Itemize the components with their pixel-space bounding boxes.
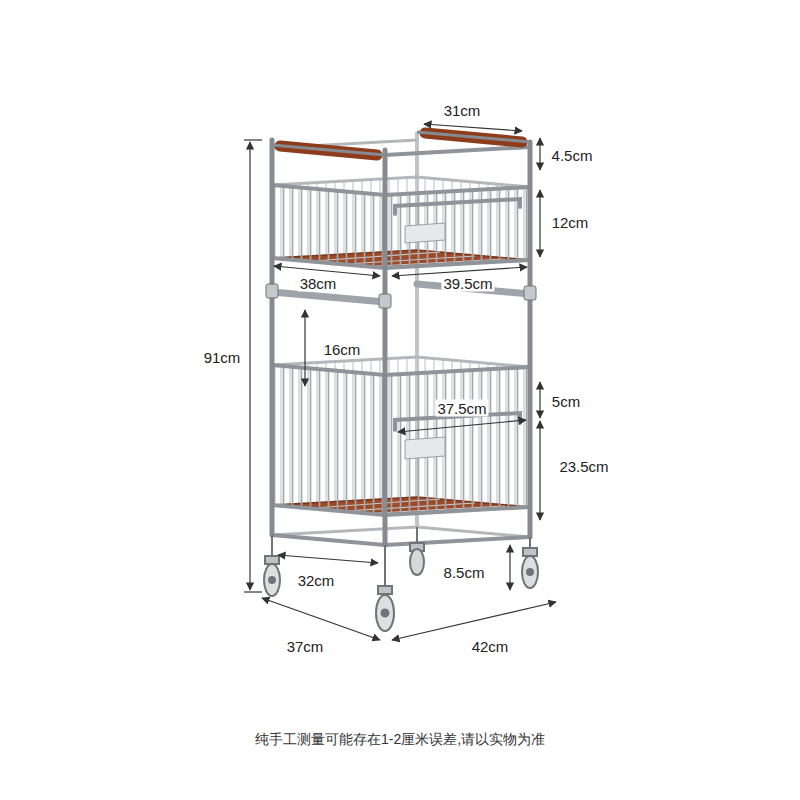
cart-part: [524, 286, 536, 300]
cart-part: [265, 556, 279, 564]
cart-part: [405, 437, 445, 459]
cart-part: [272, 292, 385, 302]
dimension-line: [244, 124, 556, 640]
cart-part: [378, 586, 392, 594]
cart-part: [272, 145, 385, 155]
cart-part: [244, 139, 262, 140]
dimension-label: 12cm: [550, 214, 591, 231]
dimension-label: 91cm: [202, 349, 243, 366]
dimension-label: 32cm: [296, 572, 337, 589]
cart-part: [539, 421, 540, 520]
cart-part: [272, 185, 530, 195]
cart-part: [410, 549, 424, 575]
dimension-label: 16cm: [322, 341, 363, 358]
cart-part: [272, 185, 385, 268]
cart-part: [405, 223, 445, 243]
cart-part: [398, 420, 526, 432]
dimension-label: 4.5cm: [550, 147, 595, 164]
cart-part: [523, 548, 537, 556]
cart-part: [392, 602, 556, 640]
cart-part: [539, 382, 540, 418]
cart-part: [272, 177, 530, 187]
cart-part: [385, 187, 530, 268]
cart-part: [385, 367, 530, 515]
cart-part: [278, 555, 378, 563]
handle-rod: [272, 132, 530, 155]
cart-part: [382, 610, 389, 617]
caption: 纯手工测量可能存在1-2厘米误差,请以实物为准: [255, 731, 545, 749]
cart-part: [539, 190, 540, 257]
cart-part: [244, 591, 262, 592]
wood-shelf: [272, 250, 530, 515]
cart-part: [272, 527, 530, 537]
dimension-label: 8.5cm: [442, 564, 487, 581]
cart-part: [528, 142, 533, 537]
cart-part: [272, 258, 530, 268]
dimension-label: 37cm: [285, 638, 326, 655]
cart-part: [272, 365, 530, 375]
cart-part: [417, 132, 530, 142]
cart-part: [385, 147, 530, 155]
cart-part: [264, 564, 280, 596]
cart-part: [272, 535, 530, 545]
cart-part: [304, 310, 305, 386]
cart-part: [249, 142, 250, 590]
dimension-label: 38cm: [298, 275, 339, 292]
cart-part: [395, 199, 520, 214]
cart-part: [384, 545, 386, 588]
front-bars: [272, 185, 530, 515]
dimension-label: 31cm: [442, 102, 483, 119]
cart-part: [424, 124, 522, 131]
cart-part: [383, 150, 388, 545]
cart-part: [262, 598, 380, 640]
cart-part: [266, 284, 278, 298]
back-rails: [272, 140, 530, 537]
cart-part: [270, 140, 275, 535]
dimension-label: 5cm: [550, 393, 582, 410]
dimension-label: 37.5cm: [435, 400, 488, 417]
corner-post: [272, 140, 530, 545]
cart-part: [379, 294, 391, 308]
cart-part: [269, 577, 275, 583]
cart-part: [272, 365, 385, 515]
dimension-label: 39.5cm: [441, 275, 494, 292]
cart-part: [272, 357, 530, 367]
cart-part: [376, 595, 394, 631]
cart-part: [272, 505, 530, 515]
cart-part: [509, 545, 510, 590]
wooden-handle: [280, 133, 522, 155]
dimension-label: 23.5cm: [557, 458, 610, 475]
cart-part: [529, 537, 531, 548]
cart-part: [271, 535, 273, 556]
metal-rails: [272, 147, 530, 545]
cart-part: [522, 556, 538, 588]
cart-part: [527, 569, 533, 575]
cart-part: [539, 138, 540, 170]
dimension-label: 42cm: [470, 638, 511, 655]
label-plate: [405, 223, 445, 459]
